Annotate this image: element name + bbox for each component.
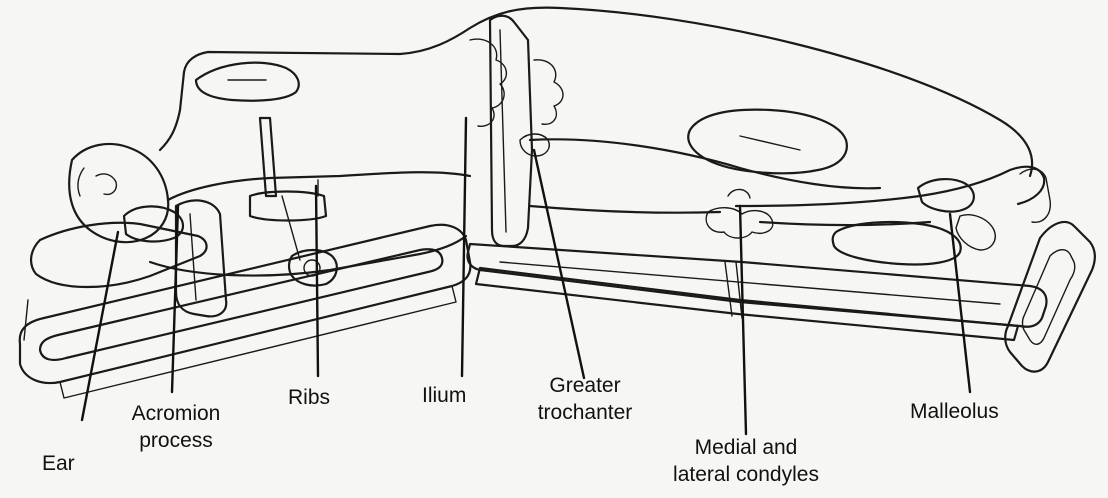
leader-condyles — [740, 206, 746, 434]
patient-body — [31, 8, 1050, 287]
foot-board — [1005, 222, 1095, 372]
label-greater-trochanter: Greater trochanter — [510, 372, 660, 426]
label-acromion-line1: Acromion — [96, 400, 256, 427]
label-greater-line1: Greater — [510, 372, 660, 399]
label-condyles-line2: lateral condyles — [646, 461, 846, 488]
label-condyles-line1: Medial and — [646, 434, 846, 461]
label-acromion-line2: process — [96, 427, 256, 454]
label-medial-lateral-condyles: Medial and lateral condyles — [646, 434, 846, 488]
label-ribs: Ribs — [288, 384, 330, 411]
leader-ribs — [316, 186, 318, 376]
body-support-post — [250, 118, 337, 286]
leader-ear — [82, 232, 118, 420]
label-ear: Ear — [42, 450, 75, 477]
label-malleolus: Malleolus — [910, 398, 999, 425]
label-greater-line2: trochanter — [510, 399, 660, 426]
leader-greater-trochanter — [534, 150, 584, 378]
table-head-section — [20, 225, 471, 398]
shoulder-strap — [176, 200, 226, 316]
label-acromion-process: Acromion process — [96, 400, 256, 454]
leader-ilium — [462, 118, 466, 376]
label-ilium: Ilium — [422, 382, 466, 409]
leader-malleolus — [950, 214, 970, 392]
